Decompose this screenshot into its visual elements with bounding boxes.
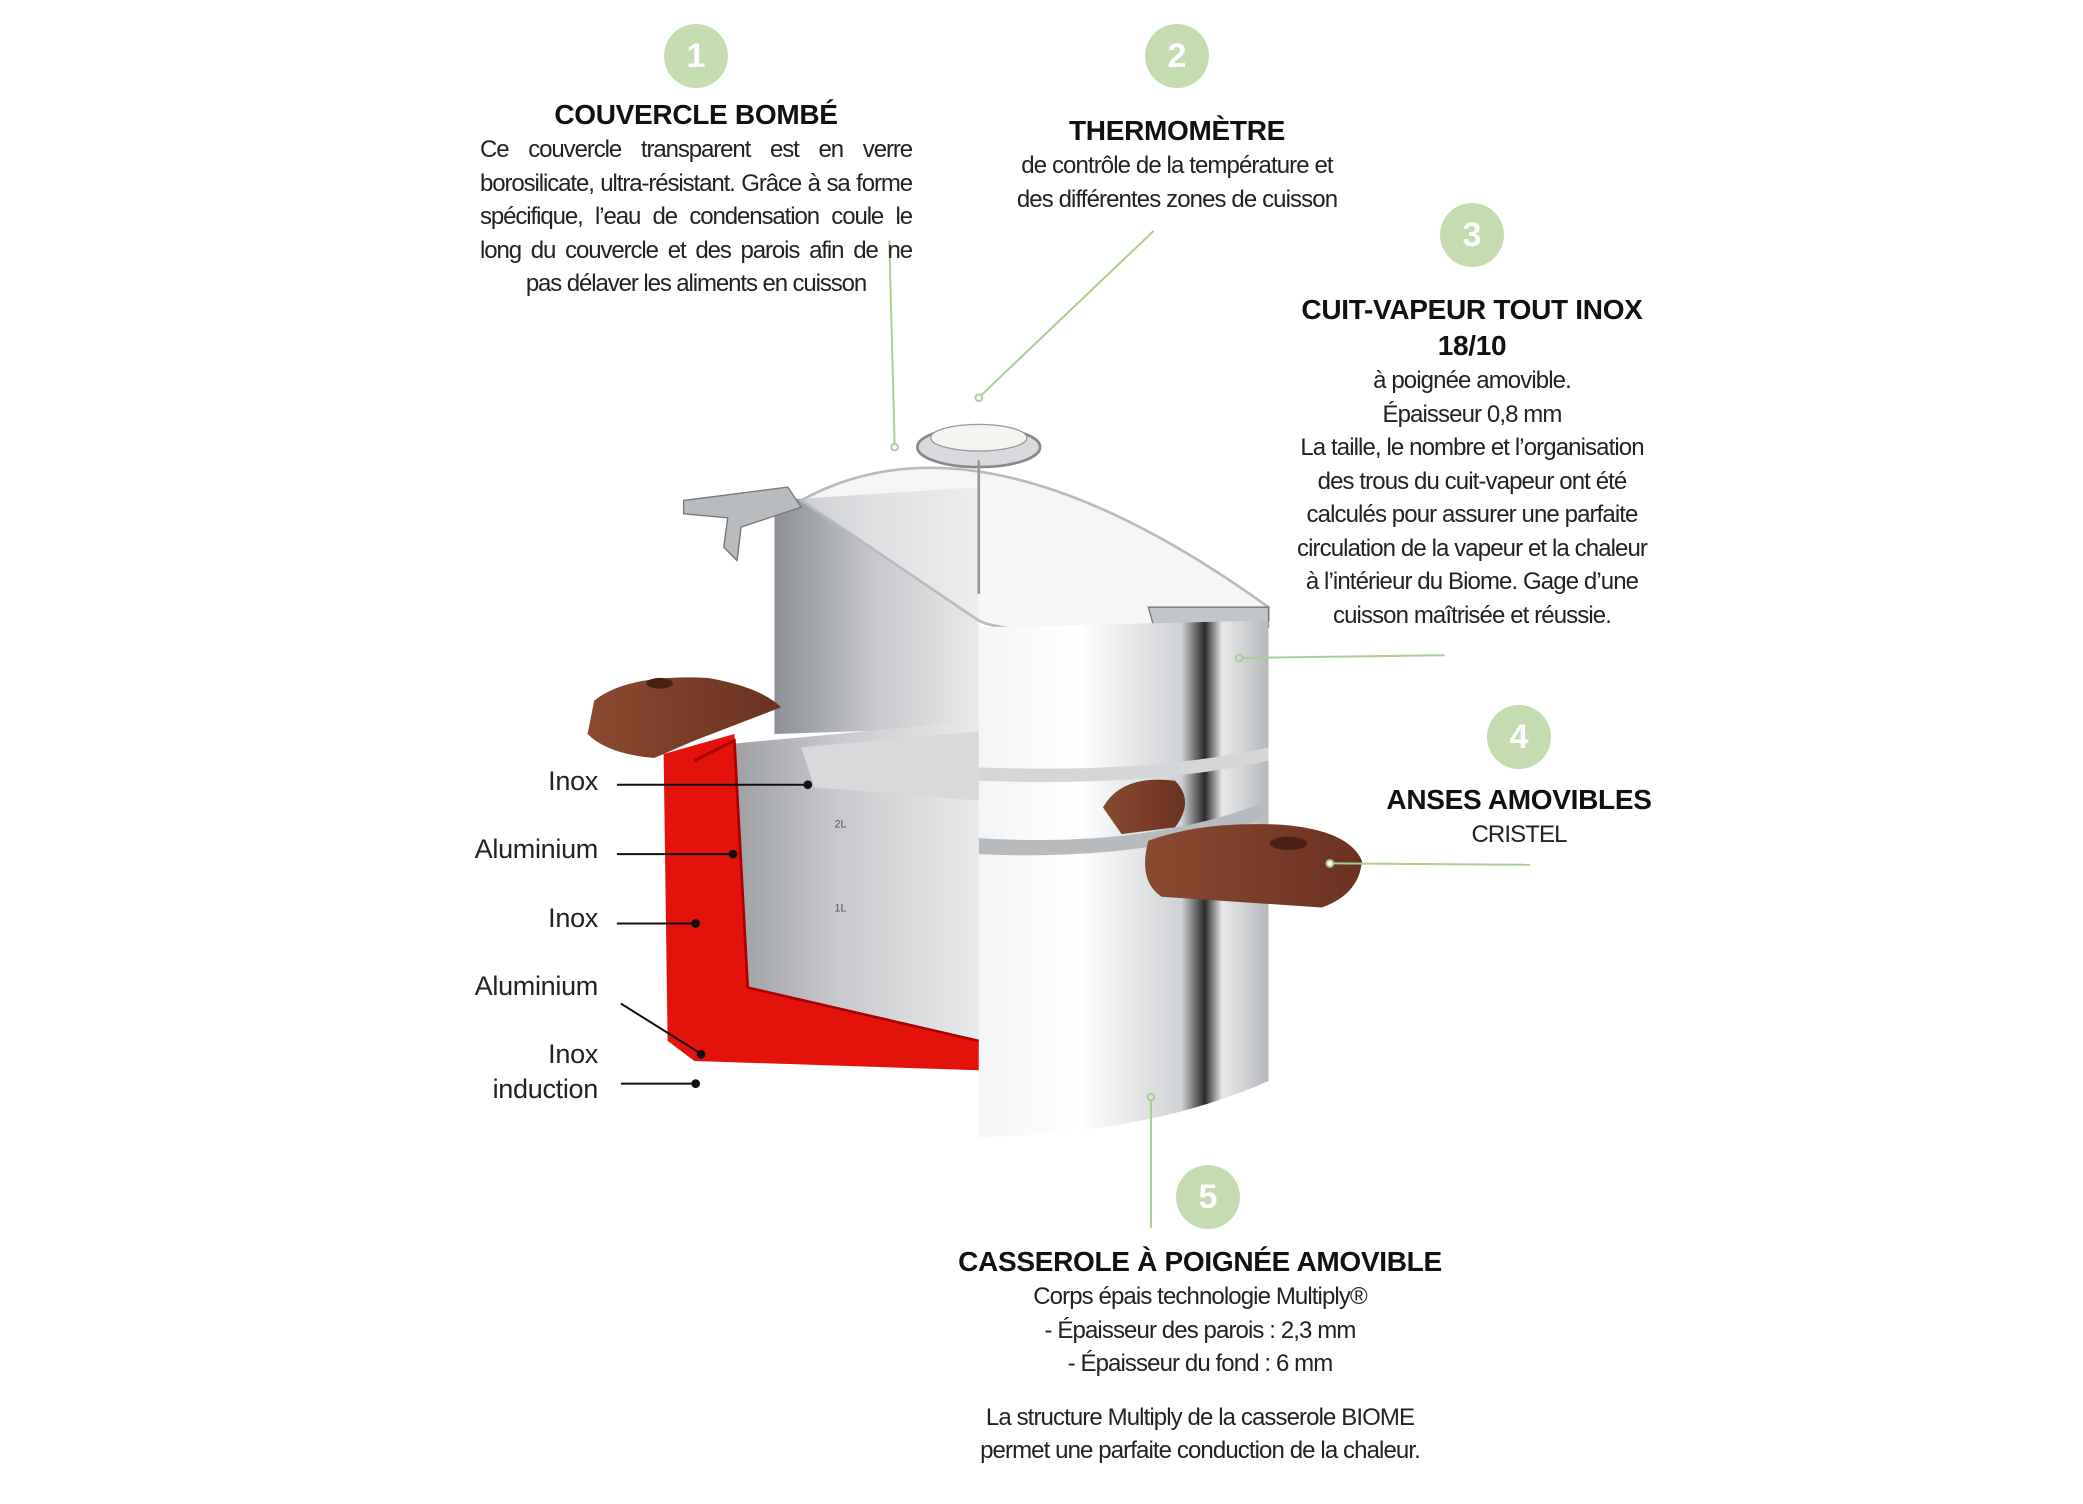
layer-leader-lines (616, 780, 813, 1088)
callout-title: 18/10 (1437, 330, 1507, 361)
marking-2l: 2L (835, 818, 847, 830)
layer-label-aluminium: Aluminium (474, 971, 599, 1001)
callout-line: Épaisseur 0,8 mm (1382, 400, 1562, 428)
callout-line: des trous du cuit-vapeur ont été (1317, 467, 1628, 495)
callout-lid: COUVERCLE BOMBÉ Ce couvercle transparent… (480, 97, 913, 301)
layer-label-inox: Inox (548, 1039, 598, 1069)
marking-1l: 1L (835, 902, 847, 914)
callout-badge-5: 5 (1176, 1165, 1240, 1229)
callout-handles: ANSES AMOVIBLES CRISTEL (1319, 782, 1719, 852)
callout-title: CUIT-VAPEUR TOUT INOX (1301, 294, 1643, 325)
layer-label-inox: Inox (548, 903, 598, 933)
callout-thermometer: THERMOMÈTRE de contrôle de la températur… (977, 113, 1377, 216)
leader-lines (888, 230, 1531, 1228)
callout-line: circulation de la vapeur et la chaleur (1296, 534, 1648, 562)
pot-body (978, 620, 1269, 1138)
layer-label-aluminium: Aluminium (474, 834, 599, 864)
callout-line: - Épaisseur du fond : 6 mm (1067, 1350, 1334, 1377)
callout-line: des différentes zones de cuisson (1016, 185, 1338, 213)
callout-badge-1: 1 (664, 24, 728, 88)
callout-line: CRISTEL (1471, 821, 1567, 848)
callout-badge-2: 2 (1145, 24, 1209, 88)
layer-label-induction: induction (492, 1074, 599, 1104)
callout-line: de contrôle de la température et (1021, 152, 1333, 179)
callout-line: cuisson maîtrisée et réussie. (1332, 601, 1612, 629)
layer-label-inox: Inox (548, 766, 598, 796)
callout-title: ANSES AMOVIBLES (1386, 784, 1652, 815)
wooden-handles (587, 677, 1362, 908)
callout-line: Corps épais technologie Multiply® (1033, 1283, 1367, 1310)
callout-title: THERMOMÈTRE (1068, 115, 1286, 146)
callout-line: La taille, le nombre et l’organisation (1300, 434, 1644, 461)
cutaway-section: 2L 1L (663, 720, 980, 1071)
callout-line: - Épaisseur des parois : 2,3 mm (1044, 1316, 1357, 1344)
callout-title: COUVERCLE BOMBÉ (554, 99, 838, 130)
callout-badge-3: 3 (1440, 203, 1504, 267)
callout-line: permet une parfaite conduction de la cha… (980, 1437, 1421, 1464)
callout-title: CASSEROLE À POIGNÉE AMOVIBLE (958, 1246, 1442, 1277)
callout-steamer: CUIT-VAPEUR TOUT INOX 18/10 à poignée am… (1262, 292, 1682, 632)
callout-line: calculés pour assurer une parfaite (1306, 501, 1639, 528)
callout-badge-4: 4 (1487, 705, 1551, 769)
callout-casserole: CASSEROLE À POIGNÉE AMOVIBLE Corps épais… (900, 1244, 1500, 1468)
callout-body: Ce couvercle transparent est en verre bo… (480, 136, 913, 297)
callout-line: La structure Multiply de la casserole BI… (985, 1403, 1415, 1431)
callout-line: à l’intérieur du Biome. Gage d’une (1305, 568, 1639, 595)
callout-line: à poignée amovible. (1373, 367, 1572, 394)
